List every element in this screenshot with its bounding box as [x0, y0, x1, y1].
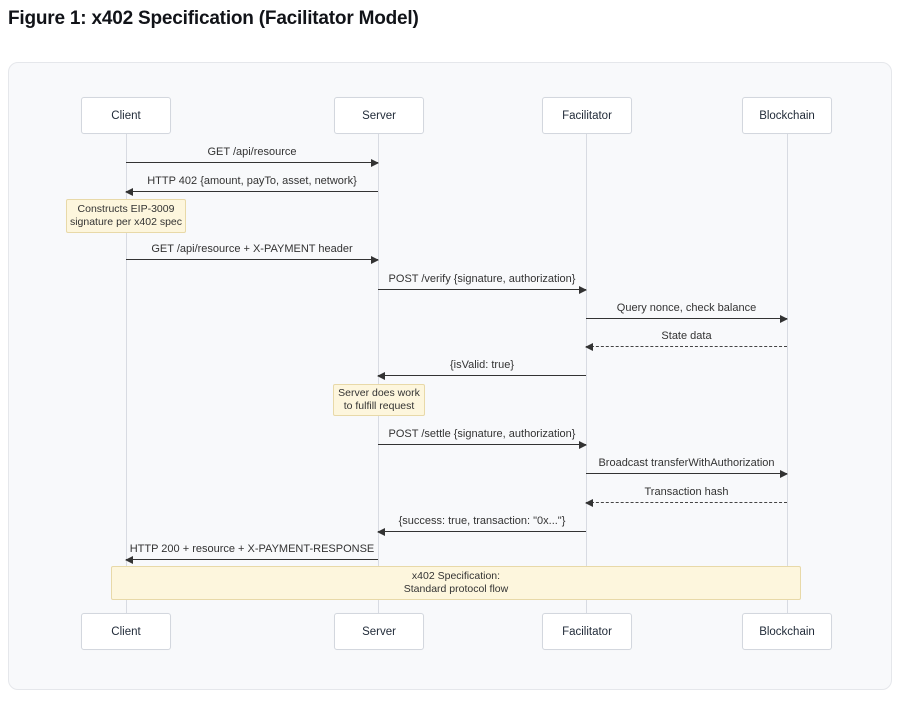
lifeline-blockchain	[787, 134, 788, 614]
message-arrow	[377, 528, 586, 536]
lifeline-client	[126, 134, 127, 614]
participant-label: Blockchain	[759, 109, 815, 122]
message-isvalid: {isValid: true}	[377, 359, 586, 380]
note-constructs-signature: Constructs EIP-3009 signature per x402 s…	[66, 199, 186, 233]
message-post-verify: POST /verify {signature, authorization}	[378, 273, 587, 294]
arrowhead-right-icon	[579, 441, 587, 449]
participant-box-server-bottom: Server	[334, 613, 424, 650]
arrowhead-left-icon	[377, 372, 385, 380]
message-http-200: HTTP 200 + resource + X-PAYMENT-RESPONSE	[125, 543, 378, 564]
arrowhead-left-icon	[377, 528, 385, 536]
message-transaction-hash: Transaction hash	[585, 486, 787, 507]
arrowhead-left-icon	[125, 556, 133, 564]
message-label: HTTP 200 + resource + X-PAYMENT-RESPONSE	[129, 543, 375, 555]
participant-box-blockchain-bottom: Blockchain	[742, 613, 832, 650]
message-arrow	[586, 315, 788, 323]
message-arrow	[585, 343, 787, 351]
message-arrow	[586, 470, 788, 478]
participant-label: Facilitator	[562, 625, 612, 638]
arrowhead-right-icon	[371, 256, 379, 264]
message-label: Broadcast transferWithAuthorization	[598, 457, 775, 469]
message-arrow	[378, 286, 587, 294]
arrowhead-right-icon	[780, 470, 788, 478]
note-line: to fulfill request	[343, 400, 415, 412]
message-state-data: State data	[585, 330, 787, 351]
message-label: Query nonce, check balance	[616, 302, 757, 314]
message-arrow	[377, 372, 586, 380]
message-arrow	[125, 556, 378, 564]
message-label: {success: true, transaction: "0x..."}	[398, 515, 566, 527]
message-label: State data	[661, 330, 712, 342]
message-label: POST /settle {signature, authorization}	[388, 428, 576, 440]
message-label: GET /api/resource + X-PAYMENT header	[151, 243, 353, 255]
message-query-nonce: Query nonce, check balance	[586, 302, 788, 323]
participant-label: Client	[111, 109, 141, 122]
message-broadcast-transfer: Broadcast transferWithAuthorization	[586, 457, 788, 478]
arrowhead-left-icon	[585, 343, 593, 351]
message-get-with-payment-header: GET /api/resource + X-PAYMENT header	[126, 243, 379, 264]
arrowhead-left-icon	[125, 188, 133, 196]
message-success-transaction: {success: true, transaction: "0x..."}	[377, 515, 586, 536]
participant-label: Client	[111, 625, 141, 638]
message-http-402: HTTP 402 {amount, payTo, asset, network}	[125, 175, 378, 196]
message-arrow	[126, 159, 379, 167]
message-label: POST /verify {signature, authorization}	[388, 273, 576, 285]
note-line: Constructs EIP-3009	[77, 203, 175, 215]
participant-label: Server	[362, 625, 396, 638]
participant-box-client-top: Client	[81, 97, 171, 134]
message-post-settle: POST /settle {signature, authorization}	[378, 428, 587, 449]
participant-box-facilitator-top: Facilitator	[542, 97, 632, 134]
participant-box-client-bottom: Client	[81, 613, 171, 650]
figure-title: Figure 1: x402 Specification (Facilitato…	[8, 8, 419, 29]
message-label: GET /api/resource	[207, 146, 297, 158]
message-label: {isValid: true}	[449, 359, 514, 371]
arrowhead-right-icon	[579, 286, 587, 294]
message-arrow	[126, 256, 379, 264]
note-line: Server does work	[338, 387, 420, 399]
participant-box-facilitator-bottom: Facilitator	[542, 613, 632, 650]
participant-box-blockchain-top: Blockchain	[742, 97, 832, 134]
message-arrow	[125, 188, 378, 196]
note-line: Standard protocol flow	[403, 583, 509, 595]
message-get-api-resource: GET /api/resource	[126, 146, 379, 167]
note-server-does-work: Server does work to fulfill request	[333, 384, 425, 416]
message-arrow	[378, 441, 587, 449]
message-label: HTTP 402 {amount, payTo, asset, network}	[147, 175, 357, 187]
sequence-diagram-panel: Client Server Facilitator Blockchain GET…	[8, 62, 892, 690]
arrowhead-right-icon	[371, 159, 379, 167]
lifeline-facilitator	[586, 134, 587, 614]
participant-label: Server	[362, 109, 396, 122]
note-line: signature per x402 spec	[69, 216, 183, 228]
note-line: x402 Specification:	[411, 570, 501, 582]
participant-label: Facilitator	[562, 109, 612, 122]
participant-box-server-top: Server	[334, 97, 424, 134]
note-x402-specification: x402 Specification: Standard protocol fl…	[111, 566, 801, 600]
arrowhead-left-icon	[585, 499, 593, 507]
arrowhead-right-icon	[780, 315, 788, 323]
message-arrow	[585, 499, 787, 507]
message-label: Transaction hash	[644, 486, 729, 498]
participant-label: Blockchain	[759, 625, 815, 638]
